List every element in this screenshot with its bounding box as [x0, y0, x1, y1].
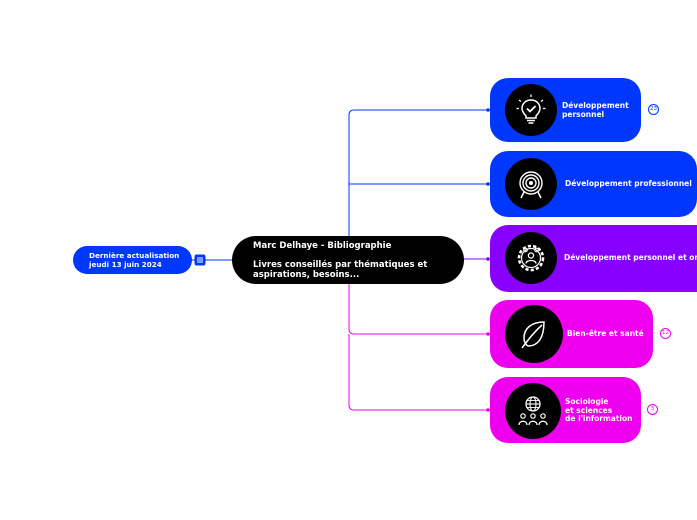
icon-circle [505, 84, 557, 136]
topic-label-line1: Développement professionnel [565, 179, 692, 188]
target-icon [519, 171, 543, 199]
icon-circle [505, 383, 561, 439]
topic-label-line2: personnel [562, 109, 605, 119]
icon-circle [505, 305, 563, 363]
note-icon[interactable] [194, 254, 206, 266]
topic-developpement-professionnel[interactable]: Développement professionnel [490, 151, 697, 217]
central-topic[interactable]: Marc Delhaye - Bibliographie Livres cons… [232, 236, 464, 284]
topic-label: Développement personnel [562, 101, 629, 119]
topic-label-line2: et sciences [565, 405, 613, 415]
connector-bien-etre [348, 284, 490, 335]
topic-label-line1: Bien-être et santé [567, 329, 644, 338]
central-subtitle-line2: aspirations, besoins... [253, 270, 360, 280]
topic-label: Sociologie et sciences de l'information [565, 397, 633, 424]
topic-sociologie[interactable]: Sociologie et sciences de l'information [490, 377, 641, 443]
icon-circle [505, 232, 557, 284]
topic-developpement-personnel[interactable]: Développement personnel [490, 78, 641, 142]
update-line1: Dernière actualisation [89, 251, 180, 260]
lightbulb-icon [516, 94, 546, 124]
topic-label-line3: de l'information [565, 414, 633, 423]
update-line2: jeudi 13 juin 2024 [89, 259, 162, 269]
topic-label-line1: Développement [562, 101, 629, 110]
topic-developpement-personnel-et-orga[interactable]: Développement personnel et orga [490, 225, 697, 292]
topic-bien-etre-et-sante[interactable]: Bien-être et santé [490, 300, 653, 368]
topic-label: Bien-être et santé [567, 329, 644, 339]
central-subtitle-line1: Livres conseillés par thématiques et [253, 260, 428, 270]
central-title: Marc Delhaye - Bibliographie [253, 241, 392, 251]
collapsed-count-badge[interactable]: 3 [647, 404, 658, 415]
collapsed-count-badge[interactable]: 23 [648, 104, 659, 115]
last-update-node[interactable]: Dernière actualisation jeudi 13 juin 202… [73, 246, 192, 274]
topic-label-line1: Développement personnel et orga [564, 253, 697, 262]
globe-people-icon [518, 396, 548, 426]
collapsed-count-badge[interactable]: 12 [660, 328, 671, 339]
people-gear-icon [517, 244, 545, 272]
leaf-icon [521, 321, 545, 349]
topic-label: Développement personnel et orga [564, 253, 697, 263]
topic-label-line1: Sociologie [565, 397, 609, 406]
connector-sociologie [348, 334, 490, 411]
topic-label: Développement professionnel [565, 179, 692, 189]
icon-circle [505, 158, 557, 210]
